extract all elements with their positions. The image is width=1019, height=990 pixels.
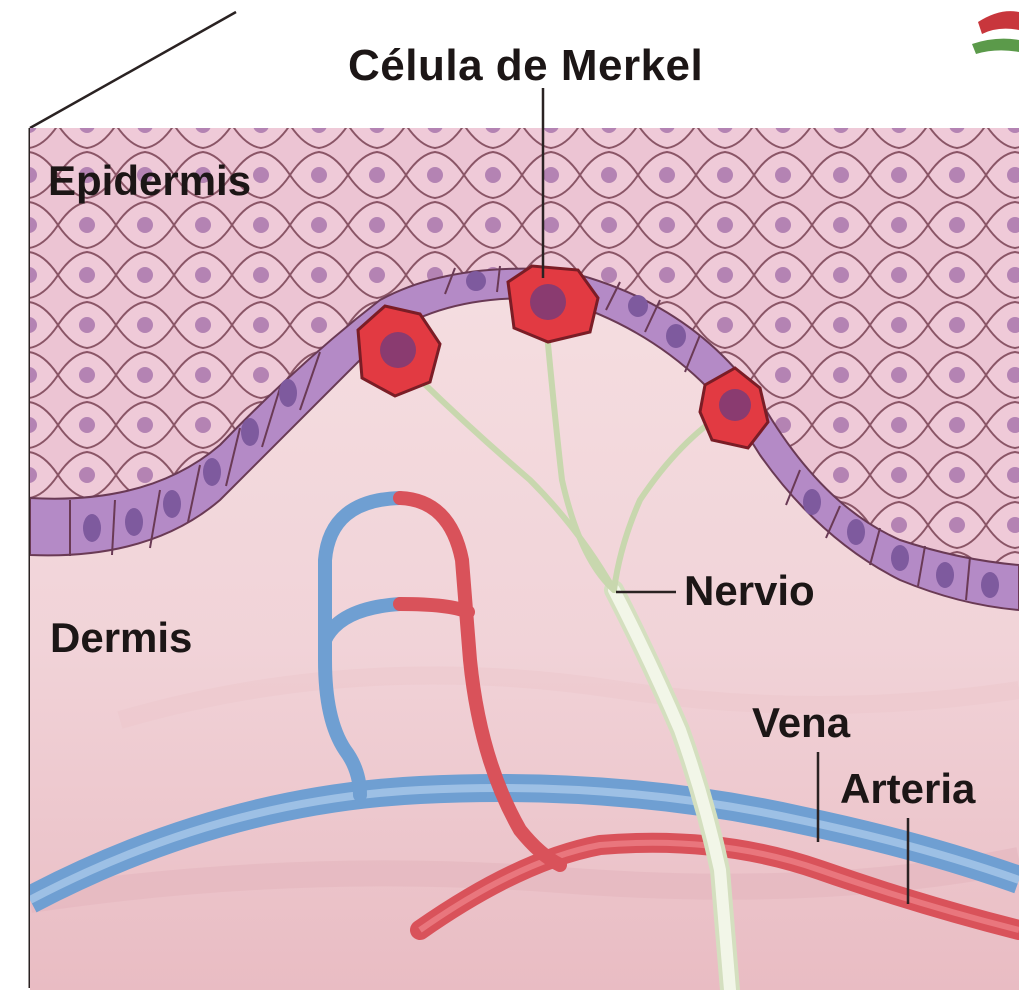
merkel-cell-center xyxy=(508,266,598,342)
nerve-label: Nervio xyxy=(684,570,815,612)
perspective-line xyxy=(30,12,236,128)
corner-thumbnail-icon xyxy=(972,11,1019,54)
vein-label: Vena xyxy=(752,702,850,744)
artery-label: Arteria xyxy=(840,768,975,810)
epidermis-label: Epidermis xyxy=(48,160,251,202)
dermis-label: Dermis xyxy=(50,617,192,659)
merkel-cell-label: Célula de Merkel xyxy=(348,44,703,88)
